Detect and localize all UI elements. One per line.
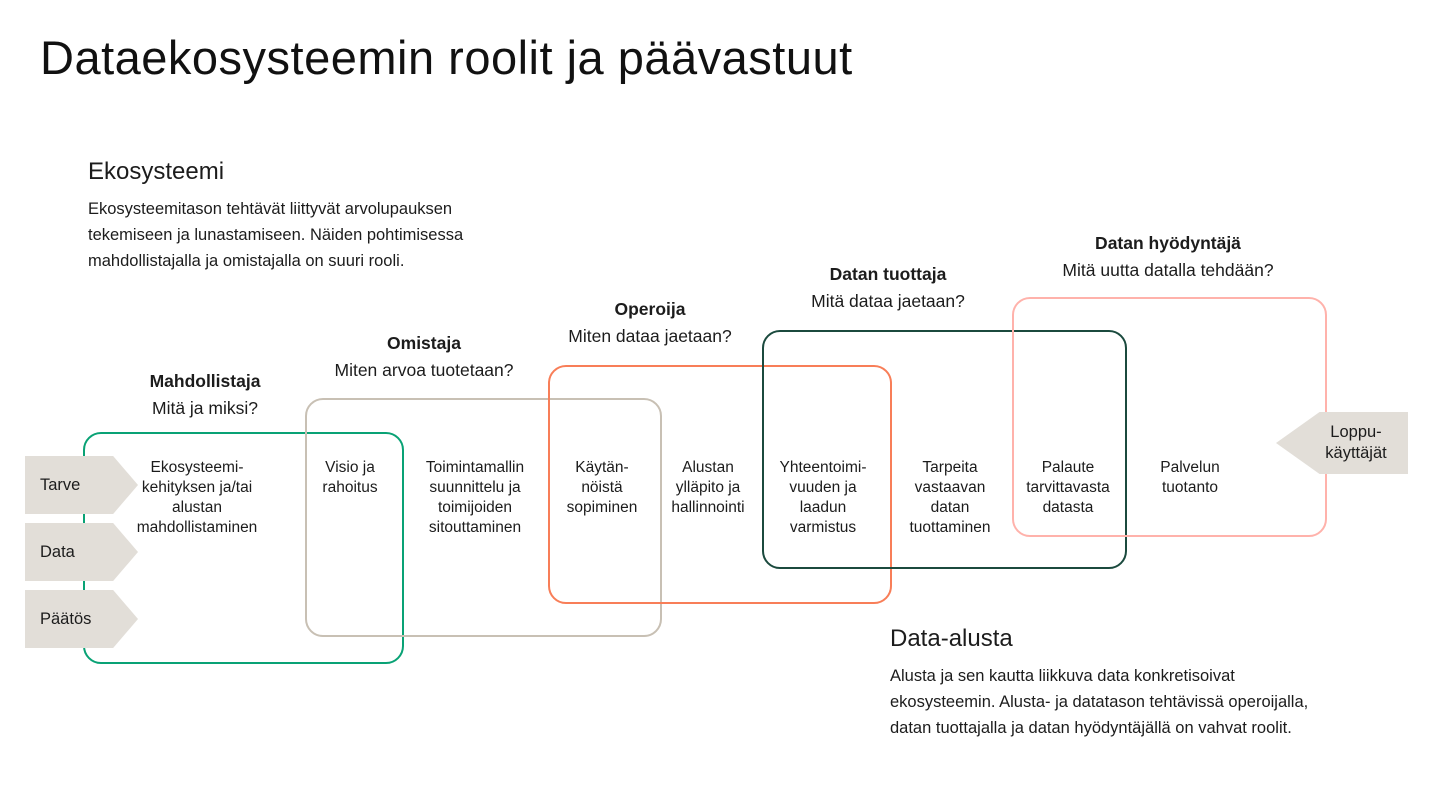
data-platform-note-heading: Data-alusta xyxy=(890,625,1013,652)
role-name: Mahdollistaja xyxy=(149,371,261,391)
data-platform-note-body: Alusta ja sen kautta liikkuva data konkr… xyxy=(890,667,1309,737)
page-title: Dataekosysteemin roolit ja päävastuut xyxy=(40,31,853,84)
role-name: Datan hyödyntäjä xyxy=(1095,233,1241,253)
task-kaytannoista-sopiminen: Käytän- nöistä sopiminen xyxy=(566,459,638,516)
task-yhteentoimivuus: Yhteentoimi- vuuden ja laadun varmistus xyxy=(779,459,867,536)
role-header-omistaja: Omistaja Miten arvoa tuotetaan? xyxy=(334,330,513,384)
task-palaute-datasta: Palaute tarvittavasta datasta xyxy=(1026,459,1110,516)
output-arrow-label: Loppu- käyttäjät xyxy=(1325,423,1387,462)
ecosystem-note-body: Ekosysteemitason tehtävät liittyvät arvo… xyxy=(88,200,464,270)
role-question: Mitä uutta datalla tehdään? xyxy=(1062,260,1274,280)
task-toimintamalli: Toimintamallin suunnittelu ja toimijoide… xyxy=(425,459,525,536)
input-arrow-data: Data xyxy=(25,523,138,581)
ecosystem-note: Ekosysteemi Ekosysteemitason tehtävät li… xyxy=(88,158,508,274)
task-datan-tuottaminen: Tarpeita vastaavan datan tuottaminen xyxy=(909,459,991,536)
data-platform-note: Data-alusta Alusta ja sen kautta liikkuv… xyxy=(890,625,1360,741)
input-arrow-label: Data xyxy=(40,542,75,561)
role-question: Miten arvoa tuotetaan? xyxy=(334,360,514,380)
ecosystem-note-heading: Ekosysteemi xyxy=(88,158,225,185)
task-visio-ja-rahoitus: Visio ja rahoitus xyxy=(322,459,378,496)
role-header-mahdollistaja: Mahdollistaja Mitä ja miksi? xyxy=(150,368,261,422)
task-palvelun-tuotanto: Palvelun tuotanto xyxy=(1160,459,1220,496)
input-arrow-tarve: Tarve xyxy=(25,456,138,514)
role-name: Omistaja xyxy=(387,333,461,353)
role-box-datan-tuottaja xyxy=(762,330,1127,569)
task-ekosysteemikehitys: Ekosysteemi- kehityksen ja/tai alustan m… xyxy=(136,459,258,536)
role-header-operoija: Operoija Miten dataa jaetaan? xyxy=(568,296,731,350)
role-question: Mitä ja miksi? xyxy=(151,398,258,418)
role-box-omistaja xyxy=(305,398,662,637)
role-header-datan-tuottaja: Datan tuottaja Mitä dataa jaetaan? xyxy=(811,261,965,315)
role-header-datan-hyodyntaja: Datan hyödyntäjä Mitä uutta datalla tehd… xyxy=(1062,230,1273,284)
role-name: Datan tuottaja xyxy=(829,264,947,284)
input-arrow-label: Tarve xyxy=(40,475,81,494)
role-name: Operoija xyxy=(614,299,686,319)
role-question: Mitä dataa jaetaan? xyxy=(811,291,965,311)
task-alustan-yllapito: Alustan ylläpito ja hallinnointi xyxy=(671,459,745,516)
input-arrow-label: Päätös xyxy=(40,609,92,628)
role-box-operoija xyxy=(548,365,892,604)
input-arrow-paatos: Päätös xyxy=(25,590,138,648)
role-question: Miten dataa jaetaan? xyxy=(568,326,732,346)
